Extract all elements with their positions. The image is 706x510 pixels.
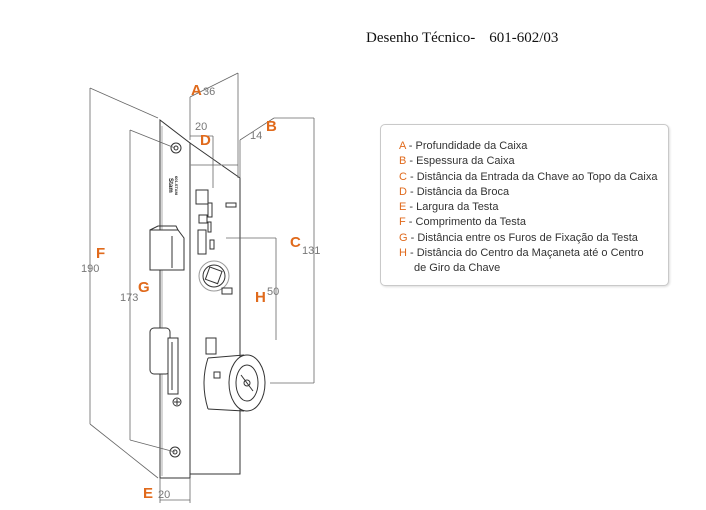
fixing-hole-top bbox=[170, 142, 182, 154]
legend-list: A - Profundidade da Caixa B - Espessura … bbox=[381, 125, 668, 277]
dim-value-e: 20 bbox=[158, 489, 170, 501]
legend-item: D - Distância da Broca bbox=[399, 185, 510, 198]
brand-logo: Stam bbox=[167, 178, 173, 193]
legend-text: Profundidade da Caixa bbox=[415, 140, 528, 152]
dim-letter-h: H bbox=[255, 289, 266, 306]
dim-letter-b: B bbox=[266, 118, 277, 135]
legend-key: G bbox=[399, 231, 408, 244]
legend-key: A bbox=[399, 140, 406, 152]
legend-key: C bbox=[399, 170, 407, 183]
dead-bolt bbox=[149, 327, 171, 375]
brand-model: 601.STAM bbox=[174, 176, 179, 195]
legend-item: H - Distância do Centro da Maçaneta até … bbox=[399, 246, 668, 277]
legend-text: Largura da Testa bbox=[416, 201, 499, 214]
title-code: 601-602/03 bbox=[489, 30, 559, 46]
drawing-title: Desenho Técnico- 601-602/03 bbox=[366, 30, 558, 47]
legend-item: E - Largura da Testa bbox=[399, 201, 499, 214]
dim-value-h: 50 bbox=[267, 286, 279, 298]
legend-key: B bbox=[399, 155, 407, 168]
latch-bolt bbox=[149, 229, 185, 271]
legend-text: Distância entre os Furos de Fixação da T… bbox=[417, 231, 638, 244]
legend-text: Distância da Broca bbox=[416, 185, 510, 198]
dim-value-d: 20 bbox=[195, 121, 207, 133]
dim-value-f: 190 bbox=[81, 263, 99, 275]
dim-value-b: 14 bbox=[250, 130, 262, 142]
legend-text: Espessura da Caixa bbox=[416, 155, 515, 168]
dim-value-g: 173 bbox=[120, 292, 138, 304]
legend-item: C - Distância da Entrada da Chave ao Top… bbox=[399, 170, 658, 183]
legend-key: E bbox=[399, 201, 407, 214]
lock-case bbox=[189, 142, 241, 475]
legend-item: B - Espessura da Caixa bbox=[399, 155, 515, 168]
dim-letter-g: G bbox=[138, 279, 150, 296]
title-text: Desenho Técnico- bbox=[366, 30, 476, 46]
fixing-hole-bottom bbox=[169, 446, 181, 458]
legend-key: F bbox=[399, 216, 406, 229]
dim-value-a: 36 bbox=[203, 86, 215, 98]
dim-letter-e: E bbox=[143, 485, 153, 502]
legend-text: Comprimento da Testa bbox=[415, 216, 526, 229]
dim-letter-f: F bbox=[96, 245, 105, 262]
dim-letter-c: C bbox=[290, 234, 301, 251]
legend-text: Distância do Centro da Maçaneta até o Ce… bbox=[416, 247, 644, 260]
legend-key: D bbox=[399, 185, 407, 198]
dim-letter-a: A bbox=[191, 82, 202, 99]
legend-text-continued: de Giro da Chave bbox=[414, 262, 501, 275]
legend-box: A - Profundidade da Caixa B - Espessura … bbox=[380, 124, 669, 286]
legend-item: F - Comprimento da Testa bbox=[399, 216, 526, 229]
face-plate bbox=[159, 118, 191, 479]
dim-value-c: 131 bbox=[302, 245, 320, 257]
legend-item: A - Profundidade da Caixa bbox=[399, 140, 528, 152]
legend-key: H bbox=[399, 247, 407, 260]
legend-item: G - Distância entre os Furos de Fixação … bbox=[399, 231, 638, 244]
legend-text: Distância da Entrada da Chave ao Topo da… bbox=[416, 170, 658, 183]
dim-letter-d: D bbox=[200, 132, 211, 149]
